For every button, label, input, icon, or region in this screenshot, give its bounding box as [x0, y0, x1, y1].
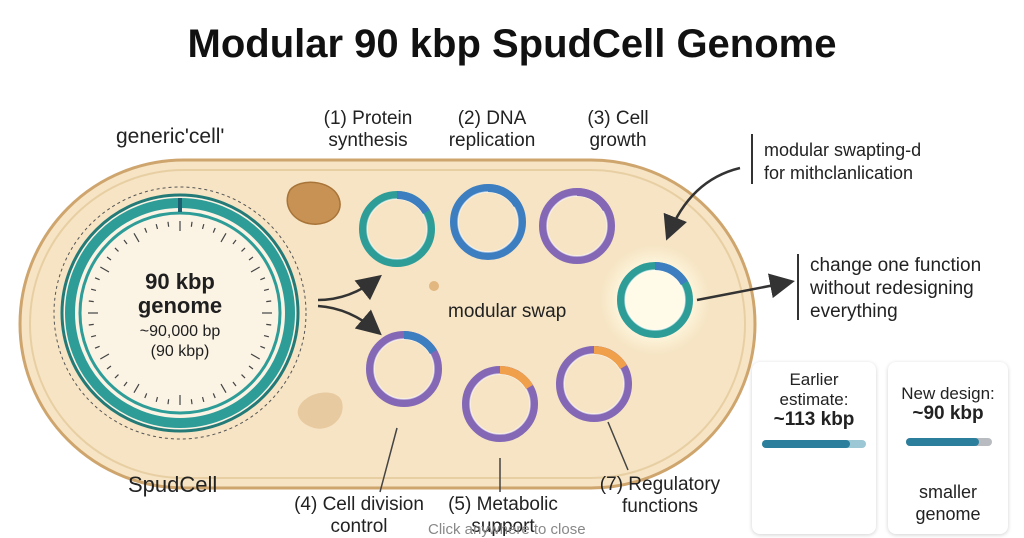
new-design-card: New design: ~90 kbp smaller genome [888, 362, 1008, 534]
module-ring-cell-growth [539, 188, 615, 264]
module-ring-dna-replication [450, 184, 526, 260]
earlier-bar-fill [762, 440, 851, 448]
genome-bp: ~90,000 bp [139, 323, 221, 340]
module-label-cell-division: (4) Cell division control [294, 494, 424, 537]
module-label-protein-synthesis: (1) Protein synthesis [323, 108, 413, 151]
earlier-estimate-value: ~113 kbp [773, 409, 855, 430]
module-label-metabolic-support: (5) Metabolic support [448, 494, 558, 537]
genome-kbp: (90 kbp) [150, 343, 210, 360]
generic-cell-label: generic'cell' [116, 125, 225, 148]
earlier-estimate-card: Earlier estimate: ~113 kbp [752, 362, 876, 534]
spudcell-label: SpudCell [128, 472, 218, 497]
module-ring-cell-division [366, 331, 442, 407]
organelle-blob [297, 392, 343, 429]
module-label-cell-growth: (3) Cell growth [587, 108, 649, 151]
note-modular-swapping: modular swapting-d for mithclanlication [764, 140, 922, 183]
potato-icon [286, 181, 341, 225]
module-ring-regulatory [556, 346, 632, 422]
genome-word: genome [137, 293, 223, 318]
new-design-bar-fill [906, 438, 980, 446]
module-label-dna-replication: (2) DNA replication [448, 108, 536, 151]
page-title: Modular 90 kbp SpudCell Genome [187, 22, 837, 66]
genome-size: 90 kbp [145, 269, 215, 294]
genome-ring [53, 186, 307, 440]
module-ring-metabolic-support [462, 366, 538, 442]
modular-swap-label: modular swap [448, 301, 567, 322]
note-change-one-function: change one function without redesigning … [810, 255, 982, 322]
module-ring-swapped [617, 262, 693, 338]
close-hint[interactable]: Click anywhere to close [428, 521, 586, 538]
module-label-regulatory: (7) Regulatory functions [599, 474, 721, 517]
new-design-value: ~90 kbp [912, 403, 984, 424]
module-ring-protein-synthesis [359, 191, 435, 267]
genome-label: 90 kbp genome ~90,000 bp (90 kbp) [110, 270, 250, 362]
